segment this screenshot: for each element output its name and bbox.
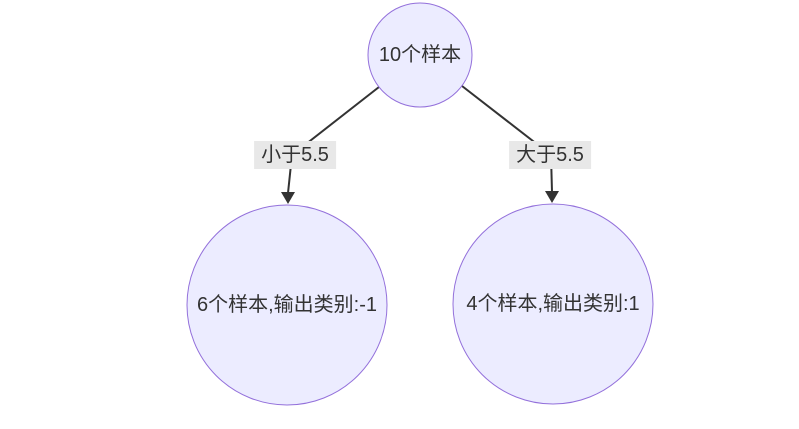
root-node-label: 10个样本 [378,44,462,66]
edge-left-line [287,86,380,194]
leaf-left-node-label: 6个样本,输出类别:-1 [196,294,378,316]
edge-label-right: 大于5.5 [509,141,591,169]
edge-right-line [461,85,553,193]
leaf-right-node-label: 4个样本,输出类别:1 [466,293,640,315]
root-node-circle [367,2,473,108]
edge-right-arrowhead-icon [545,191,559,203]
leaf-left-node-circle [186,204,388,406]
edge-left-arrowhead-icon [281,192,295,204]
leaf-right-node-circle [452,203,654,405]
edge-label-left: 小于5.5 [254,141,336,169]
